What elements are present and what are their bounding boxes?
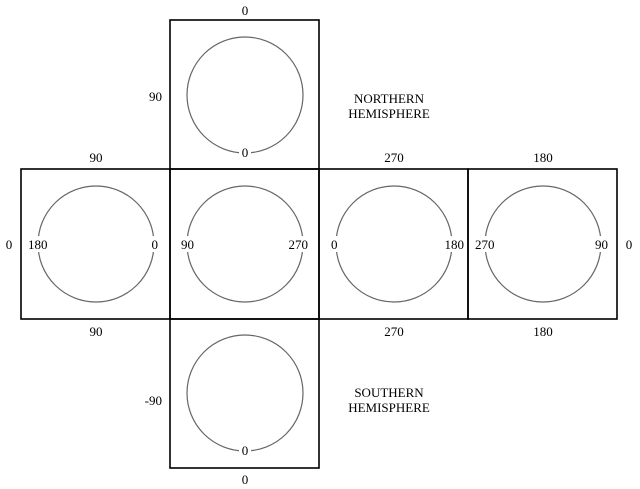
southern-hemisphere-line1: SOUTHERN bbox=[354, 385, 424, 400]
label-bottom-below: 0 bbox=[242, 472, 249, 487]
label-bottom-left: -90 bbox=[145, 393, 162, 408]
inner-center-left: 90 bbox=[181, 237, 194, 252]
inner-left-left: 180 bbox=[28, 237, 48, 252]
label-right-side: 0 bbox=[626, 237, 633, 252]
circle-north bbox=[186, 36, 304, 154]
inner-top-bottom: 0 bbox=[242, 145, 249, 160]
label-top-above: 0 bbox=[242, 3, 249, 18]
inner-center-right: 270 bbox=[289, 237, 309, 252]
inner-right2-left: 270 bbox=[475, 237, 495, 252]
southern-hemisphere-line2: HEMISPHERE bbox=[348, 400, 430, 415]
face-right2 bbox=[467, 168, 618, 320]
label-top-left: 90 bbox=[149, 89, 162, 104]
label-right1-above: 270 bbox=[384, 150, 404, 165]
inner-right2-right: 90 bbox=[595, 237, 608, 252]
label-right2-above: 180 bbox=[533, 150, 553, 165]
circle-south bbox=[186, 334, 304, 452]
circle-right2 bbox=[484, 185, 602, 303]
circle-left bbox=[37, 185, 155, 303]
northern-hemisphere-line2: HEMISPHERE bbox=[348, 106, 430, 121]
label-left-side: 0 bbox=[6, 237, 13, 252]
label-right1-below: 270 bbox=[384, 324, 404, 339]
face-south bbox=[169, 318, 320, 469]
inner-right1-right: 180 bbox=[445, 237, 465, 252]
northern-hemisphere-line1: NORTHERN bbox=[354, 91, 425, 106]
label-left-above: 90 bbox=[90, 150, 103, 165]
label-right2-below: 180 bbox=[533, 324, 553, 339]
label-left-below: 90 bbox=[90, 324, 103, 339]
inner-right1-left: 0 bbox=[331, 237, 338, 252]
circle-right1 bbox=[335, 185, 453, 303]
inner-bottom-bottom: 0 bbox=[242, 443, 249, 458]
inner-left-right: 0 bbox=[152, 237, 159, 252]
